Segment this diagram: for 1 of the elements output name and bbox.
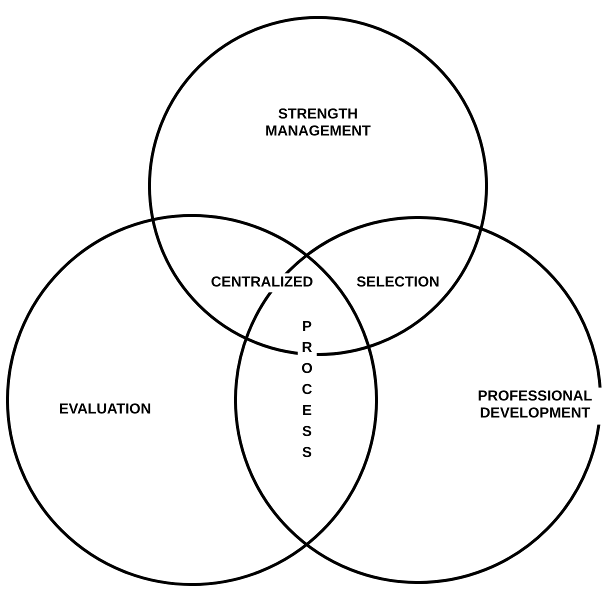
overlap-label: CENTRALIZED	[208, 273, 316, 293]
